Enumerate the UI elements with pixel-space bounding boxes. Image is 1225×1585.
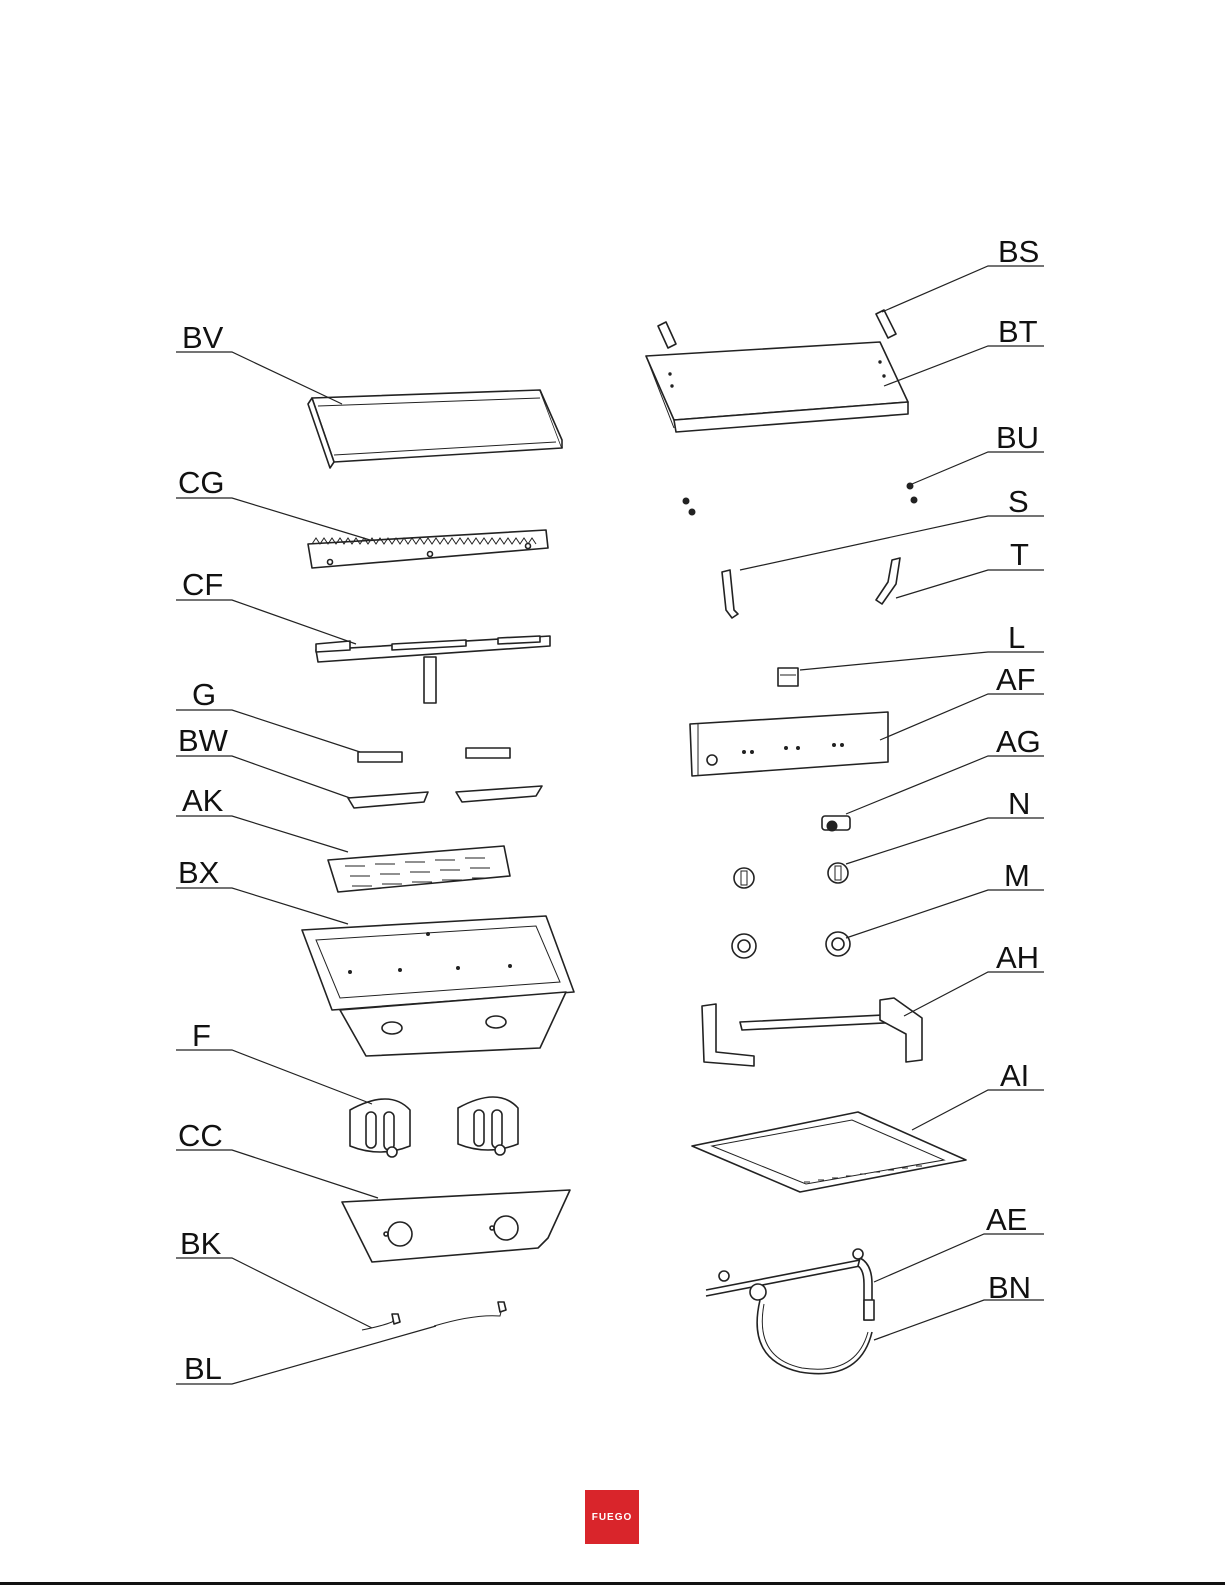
leader-bu	[912, 452, 1044, 484]
part-af	[690, 712, 888, 776]
leader-bs	[882, 266, 1044, 312]
part-ak	[328, 846, 510, 892]
label-m: M	[1004, 858, 1030, 893]
part-n	[734, 863, 848, 888]
leader-f	[176, 1050, 372, 1104]
label-af: AF	[996, 662, 1036, 697]
part-cc	[342, 1190, 570, 1262]
leader-ai	[912, 1090, 1044, 1130]
part-bx	[302, 916, 574, 1056]
label-bt: BT	[998, 314, 1038, 349]
part-cg	[308, 530, 548, 568]
label-s: S	[1008, 484, 1029, 519]
part-bu	[683, 483, 917, 515]
leader-m	[846, 890, 1044, 938]
label-cc: CC	[178, 1118, 223, 1153]
label-cg: CG	[178, 465, 225, 500]
label-f: F	[192, 1018, 211, 1053]
part-bs	[658, 310, 896, 348]
part-bt	[646, 342, 908, 432]
leader-ah	[904, 972, 1044, 1016]
label-g: G	[192, 677, 216, 712]
leader-bn	[874, 1300, 1044, 1340]
part-s	[722, 570, 738, 618]
part-f	[350, 1097, 518, 1157]
leader-bv	[176, 352, 342, 404]
leader-bx	[176, 888, 348, 924]
leader-cf	[176, 600, 356, 644]
leader-bt	[884, 346, 1044, 386]
part-ah	[702, 998, 922, 1066]
label-ae: AE	[986, 1202, 1027, 1237]
logo-text: FUEGO	[592, 1512, 633, 1523]
leader-bk	[176, 1258, 372, 1328]
part-cf	[316, 636, 550, 703]
label-bk: BK	[180, 1226, 222, 1261]
leader-cg	[176, 498, 370, 540]
part-bw	[348, 786, 542, 808]
label-ai: AI	[1000, 1058, 1029, 1093]
label-ah: AH	[996, 940, 1039, 975]
part-g	[358, 748, 510, 762]
label-bl: BL	[184, 1351, 222, 1386]
label-n: N	[1008, 786, 1030, 821]
label-t: T	[1010, 537, 1029, 572]
label-bw: BW	[178, 723, 229, 758]
label-bv: BV	[182, 320, 224, 355]
part-m	[732, 932, 850, 958]
leader-cc	[176, 1150, 378, 1198]
label-bs: BS	[998, 234, 1039, 269]
fuego-logo: FUEGO	[585, 1490, 639, 1544]
part-bk	[362, 1314, 400, 1330]
label-ak: AK	[182, 783, 224, 818]
part-bv	[308, 390, 562, 468]
part-bn	[757, 1300, 874, 1374]
label-bu: BU	[996, 420, 1039, 455]
label-bx: BX	[178, 855, 220, 890]
part-bl	[434, 1302, 506, 1326]
leader-ak	[176, 816, 348, 852]
part-l	[778, 668, 798, 686]
part-t	[876, 558, 900, 604]
part-ag	[822, 816, 850, 831]
label-cf: CF	[182, 567, 223, 602]
label-l: L	[1008, 620, 1025, 655]
label-ag: AG	[996, 724, 1041, 759]
leader-t	[896, 570, 1044, 598]
part-ai	[692, 1112, 966, 1192]
